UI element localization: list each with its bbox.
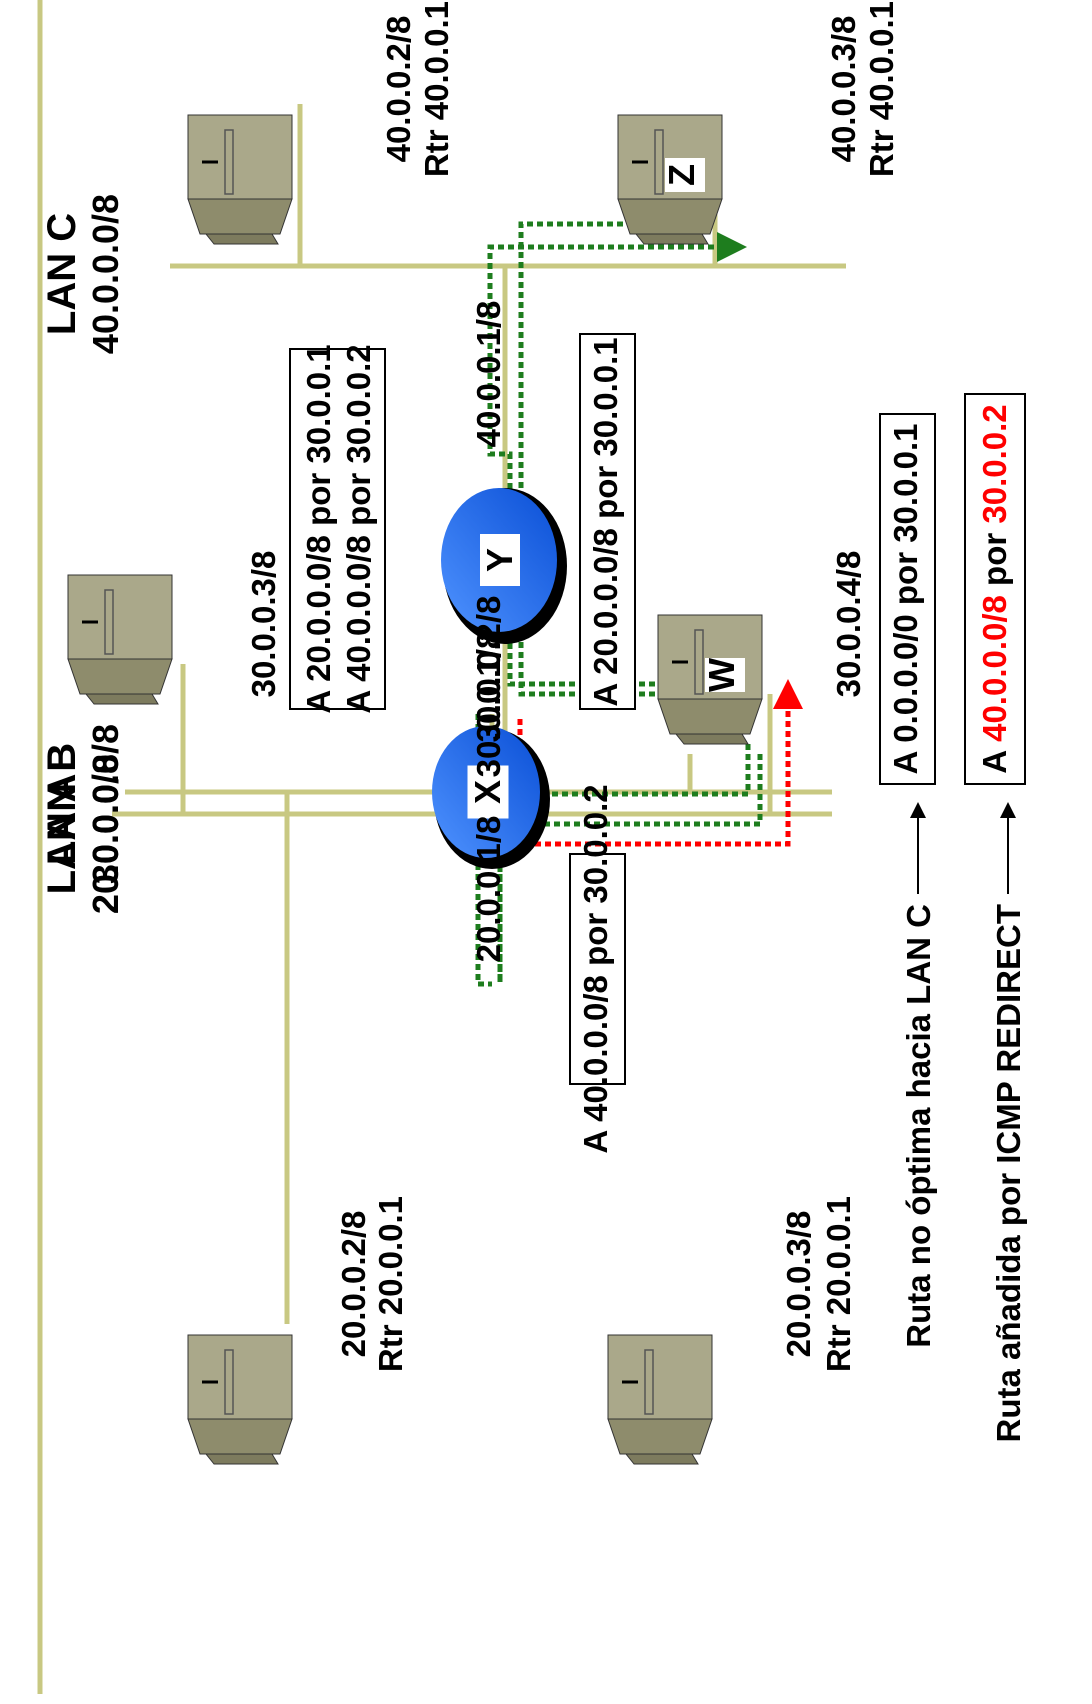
- host-b1: [68, 575, 172, 704]
- route-box-b-host: A 20.0.0.0/8 por 30.0.0.1 A 40.0.0.0/8 p…: [290, 344, 385, 713]
- host-z-ip: 40.0.0.3/8: [825, 16, 862, 163]
- host-a1-ip: 20.0.0.2/8: [335, 1211, 372, 1358]
- host-w: W: [658, 615, 762, 744]
- router-y-if-b: 30.0.0.2/8: [470, 596, 507, 743]
- host-c1-ip: 40.0.0.2/8: [380, 16, 417, 163]
- legend-non-optimal-route: A 0.0.0.0/0 por 30.0.0.1: [887, 424, 924, 775]
- legend: Ruta no óptima hacia LAN C A 0.0.0.0/0 p…: [880, 394, 1027, 1442]
- legend-redirect-label: Ruta añadida por ICMP REDIRECT: [990, 904, 1027, 1442]
- router-y-if-c: 40.0.0.1/8: [470, 301, 507, 448]
- router-y-label: Y: [479, 548, 520, 572]
- router-x-if-a: 20.0.0.1/8: [470, 816, 507, 963]
- host-c1-rtr: Rtr 40.0.0.1: [418, 1, 455, 177]
- host-a1: [188, 1335, 292, 1464]
- host-c1: [188, 115, 292, 244]
- host-z: Z: [618, 115, 722, 244]
- host-a2: [608, 1335, 712, 1464]
- host-a1-rtr: Rtr 20.0.0.1: [372, 1196, 409, 1372]
- lan-c-name: LAN C: [40, 213, 84, 335]
- host-z-rtr: Rtr 40.0.0.1: [863, 1, 900, 177]
- lan-b-net: 30.0.0.0/8: [85, 724, 126, 884]
- route-box-x: A 40.0.0.0/8 por 30.0.0.2: [570, 784, 625, 1153]
- route-b-host-line1: A 20.0.0.0/8 por 30.0.0.1: [300, 344, 337, 713]
- host-b1-ip: 30.0.0.3/8: [245, 551, 282, 698]
- host-w-ip: 30.0.0.4/8: [830, 551, 867, 698]
- router-x-label: X: [467, 780, 508, 804]
- legend-redirect-route: A 40.0.0.0/8 por 30.0.0.2: [976, 404, 1013, 773]
- host-a2-ip: 20.0.0.3/8: [780, 1211, 817, 1358]
- route-b-host-line2: A 40.0.0.0/8 por 30.0.0.2: [340, 344, 377, 713]
- host-a2-rtr: Rtr 20.0.0.1: [820, 1196, 857, 1372]
- route-box-y: A 20.0.0.0/8 por 30.0.0.1: [580, 334, 635, 709]
- lan-c-net: 40.0.0.0/8: [85, 194, 126, 354]
- host-z-label: Z: [661, 164, 702, 186]
- route-y-text: A 20.0.0.0/8 por 30.0.0.1: [587, 337, 624, 706]
- lan-b-name: LAN B: [40, 743, 84, 865]
- legend-non-optimal-label: Ruta no óptima hacia LAN C: [900, 904, 937, 1348]
- route-x-text: A 40.0.0.0/8 por 30.0.0.2: [577, 784, 614, 1153]
- host-w-label: W: [701, 658, 742, 692]
